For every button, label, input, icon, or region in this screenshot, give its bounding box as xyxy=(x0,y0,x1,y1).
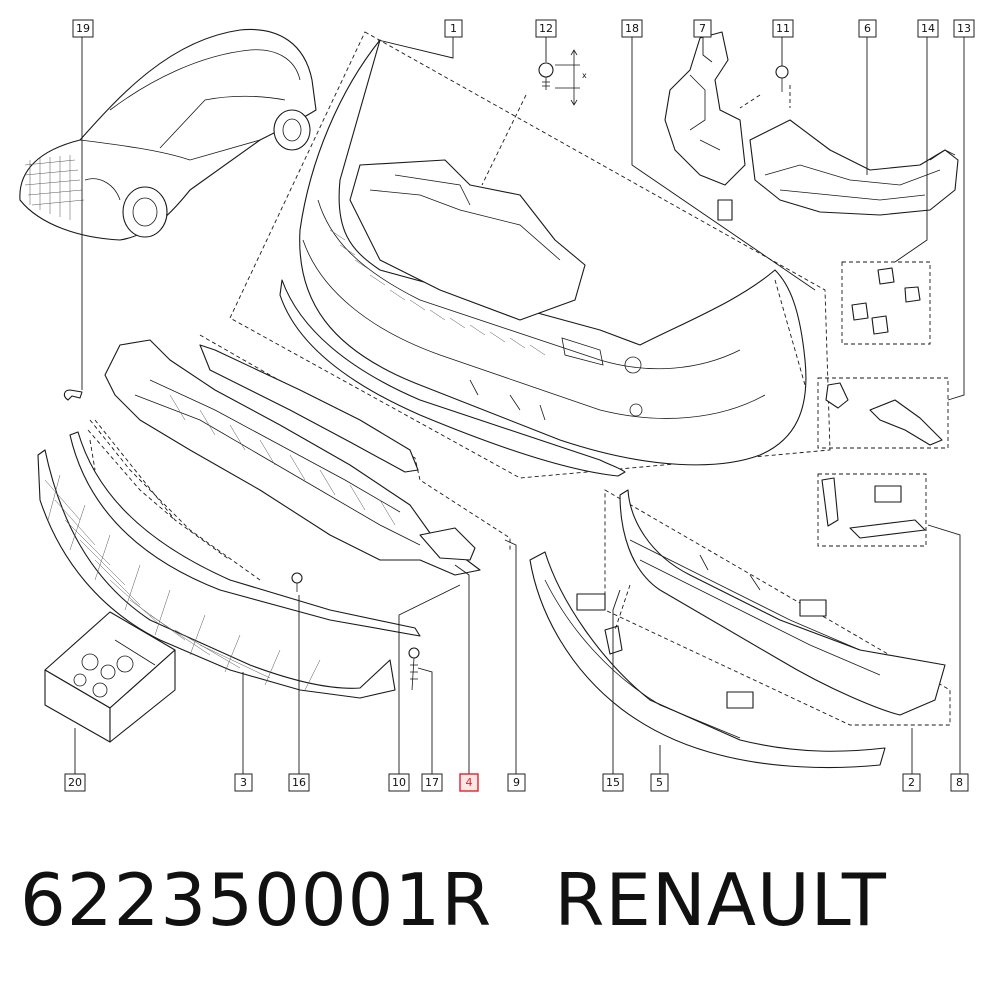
clip-set-part-14 xyxy=(851,267,921,335)
screw-part-16 xyxy=(291,572,303,592)
clip-group-frame-8 xyxy=(817,473,927,547)
svg-text:10: 10 xyxy=(392,776,406,789)
svg-text:15: 15 xyxy=(606,776,620,789)
svg-text:14: 14 xyxy=(921,22,935,35)
svg-text:13: 13 xyxy=(957,22,971,35)
air-deflector-part-6 xyxy=(749,119,959,216)
trim-set-part-8 xyxy=(821,477,926,539)
lower-spoiler-strip xyxy=(279,279,626,477)
part-caption: 622350001R RENAULT xyxy=(20,858,887,948)
lip-strip xyxy=(69,431,421,637)
callout-16: 16 xyxy=(288,773,310,792)
callout-8: 8 xyxy=(950,773,969,792)
callout-11: 11 xyxy=(772,19,794,38)
screw-dimension-label: x xyxy=(582,71,587,80)
grille-mesh-part-3 xyxy=(37,449,396,699)
grille-frame-part-2 xyxy=(619,489,946,716)
part-number: 622350001R xyxy=(20,858,493,942)
svg-text:17: 17 xyxy=(425,776,439,789)
lower-trim-part-5 xyxy=(529,551,886,769)
clip-part-15 xyxy=(604,625,623,655)
car-overview-illustration xyxy=(19,28,317,241)
callout-19: 19 xyxy=(72,19,94,38)
svg-text:20: 20 xyxy=(68,776,82,789)
leader-lines xyxy=(74,37,965,774)
svg-text:9: 9 xyxy=(513,776,520,789)
screw-part-11 xyxy=(775,65,789,92)
clip-part-19 xyxy=(63,389,83,401)
svg-text:16: 16 xyxy=(292,776,306,789)
svg-text:11: 11 xyxy=(776,22,790,35)
callout-6: 6 xyxy=(858,19,877,38)
svg-text:18: 18 xyxy=(625,22,639,35)
callout-2: 2 xyxy=(902,773,921,792)
bracket-part-7 xyxy=(664,31,746,221)
callout-18: 18 xyxy=(621,19,643,38)
clip-group-frame-13 xyxy=(817,377,949,449)
undertray-part-9 xyxy=(104,339,481,576)
clip-group-frame-14 xyxy=(841,261,931,345)
callout-14: 14 xyxy=(917,19,939,38)
callout-9: 9 xyxy=(507,773,526,792)
screw-part-12: x xyxy=(538,49,587,106)
callout-7: 7 xyxy=(693,19,712,38)
callout-13: 13 xyxy=(953,19,975,38)
callout-5: 5 xyxy=(650,773,669,792)
callout-15: 15 xyxy=(602,773,624,792)
brand-name: RENAULT xyxy=(554,858,887,942)
callout-12: 12 xyxy=(535,19,557,38)
svg-text:1: 1 xyxy=(450,22,457,35)
svg-text:3: 3 xyxy=(240,776,247,789)
bumper-cover-part xyxy=(299,39,807,466)
strip-part-10 xyxy=(199,344,419,473)
svg-text:7: 7 xyxy=(699,22,706,35)
callout-4-highlighted: 4 xyxy=(459,773,479,792)
exploded-parts-diagram: x xyxy=(19,19,975,792)
fastener-kit-box-part-20 xyxy=(44,611,176,743)
callout-3: 3 xyxy=(234,773,253,792)
callout-1: 1 xyxy=(444,19,463,38)
callout-10: 10 xyxy=(388,773,410,792)
callout-20: 20 xyxy=(64,773,86,792)
callout-17: 17 xyxy=(421,773,443,792)
svg-text:12: 12 xyxy=(539,22,553,35)
svg-text:5: 5 xyxy=(656,776,663,789)
clip-set-part-13 xyxy=(825,382,943,446)
svg-text:8: 8 xyxy=(956,776,963,789)
svg-text:19: 19 xyxy=(76,22,90,35)
svg-text:2: 2 xyxy=(908,776,915,789)
svg-text:4: 4 xyxy=(466,776,473,789)
svg-text:6: 6 xyxy=(864,22,871,35)
bolt-part-17 xyxy=(408,647,420,691)
